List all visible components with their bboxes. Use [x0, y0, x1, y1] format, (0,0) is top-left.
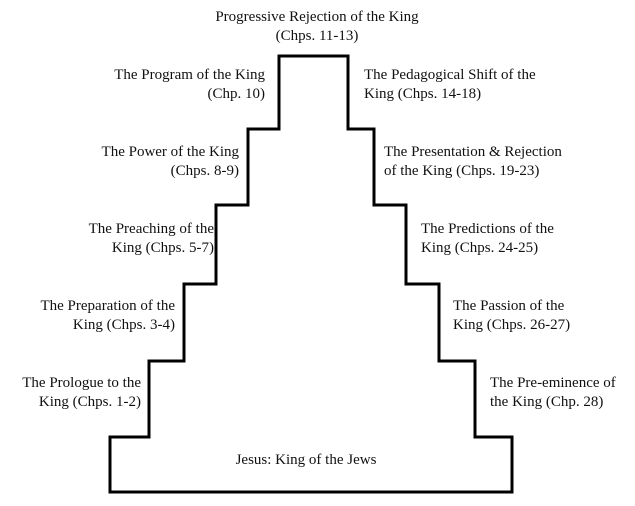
right-step-2: The Presentation & Rejection of the King… — [384, 143, 562, 181]
right-step-4-chapters: King (Chps. 26-27) — [453, 317, 571, 333]
left-step-4: The Preparation of the King (Chps. 3-4) — [40, 297, 175, 335]
left-step-5-title: The Prologue to the — [22, 375, 141, 391]
left-step-4-title: The Preparation of the — [40, 298, 175, 314]
left-step-3-chapters: King (Chps. 5-7) — [111, 240, 214, 256]
left-step-4-chapters: King (Chps. 3-4) — [72, 317, 175, 333]
right-step-5-chapters: the King (Chp. 28) — [490, 394, 604, 410]
left-step-3-title: The Preaching of the — [88, 221, 214, 237]
base-label: Jesus: King of the Jews — [235, 452, 377, 468]
top-label-title: Progressive Rejection of the King — [215, 9, 419, 25]
left-step-2: The Power of the King (Chps. 8-9) — [102, 143, 239, 181]
right-step-3-chapters: King (Chps. 24-25) — [421, 240, 539, 256]
left-step-5-chapters: King (Chps. 1-2) — [38, 394, 141, 410]
left-step-1-chapters: (Chp. 10) — [207, 86, 266, 102]
pyramid-outline — [108, 54, 514, 494]
right-step-2-chapters: of the King (Chps. 19-23) — [384, 163, 540, 179]
left-step-1-title: The Program of the King — [114, 67, 265, 83]
right-step-3: The Predictions of the King (Chps. 24-25… — [421, 220, 554, 258]
right-step-3-title: The Predictions of the — [421, 221, 554, 237]
left-step-2-chapters: (Chps. 8-9) — [170, 163, 239, 179]
right-step-4-title: The Passion of the — [453, 298, 565, 314]
right-step-1-title: The Pedagogical Shift of the — [364, 67, 536, 83]
right-step-4: The Passion of the King (Chps. 26-27) — [453, 297, 570, 335]
right-step-5: The Pre-eminence of the King (Chp. 28) — [490, 374, 616, 412]
left-step-1: The Program of the King (Chp. 10) — [114, 66, 265, 104]
right-step-2-title: The Presentation & Rejection — [384, 144, 562, 160]
left-step-5: The Prologue to the King (Chps. 1-2) — [22, 374, 141, 412]
top-label-chapters: (Chps. 11-13) — [275, 28, 359, 44]
right-step-1-chapters: King (Chps. 14-18) — [364, 86, 482, 102]
left-step-3: The Preaching of the King (Chps. 5-7) — [89, 220, 214, 258]
right-step-1: The Pedagogical Shift of the King (Chps.… — [364, 66, 536, 104]
top-label: Progressive Rejection of the King (Chps.… — [167, 8, 467, 46]
right-step-5-title: The Pre-eminence of — [490, 375, 616, 391]
left-step-2-title: The Power of the King — [101, 144, 239, 160]
